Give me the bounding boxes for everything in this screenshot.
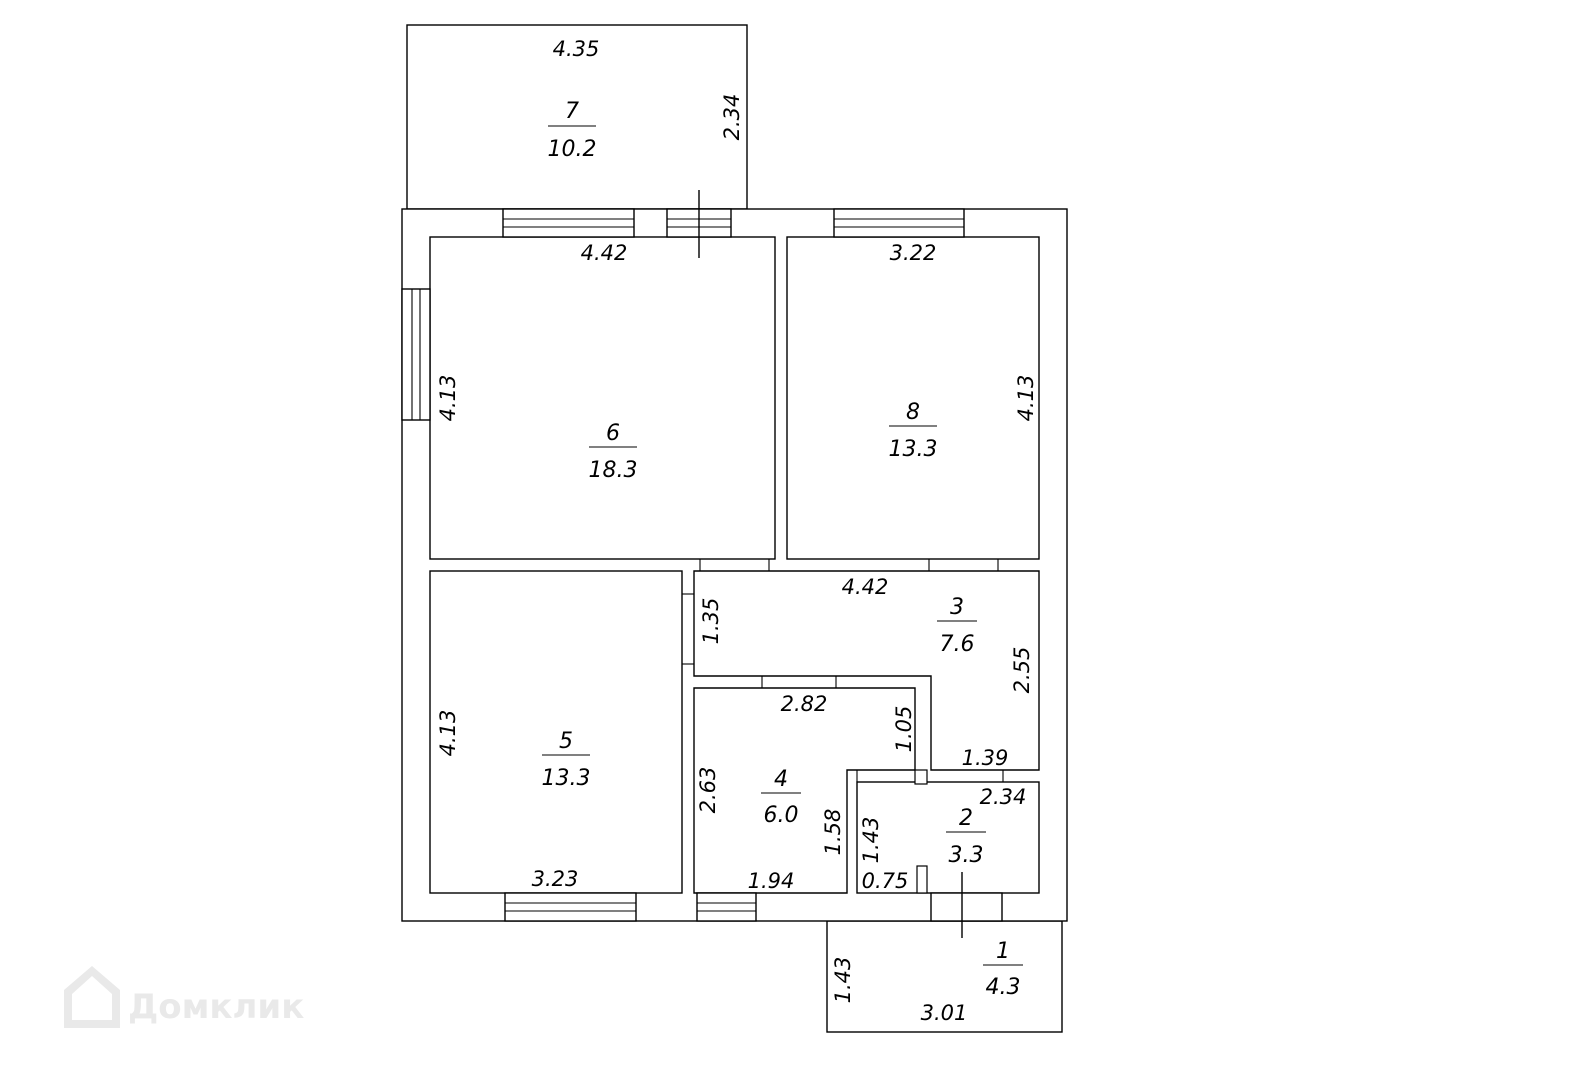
dim-r6-depth: 4.13	[436, 375, 460, 422]
window-top-right	[833, 208, 965, 238]
room-label-5: 5 13.3	[542, 729, 591, 791]
room-6-number: 6	[606, 421, 620, 446]
room-6	[429, 236, 776, 560]
dim-r1-depth: 1.43	[831, 957, 855, 1004]
window-bottom-left	[504, 892, 637, 922]
room-labels: 7 10.2 6 18.3 8 13.3 3 7.6 5 13.3 4 6.0	[542, 99, 1023, 1000]
dim-r4-left: 2.63	[696, 767, 720, 814]
dim-r4-bottom: 1.94	[748, 869, 795, 893]
dim-r2-bottom: 0.75	[862, 869, 909, 893]
entrance-door	[930, 872, 1003, 938]
dim-r8-depth: 4.13	[1014, 375, 1038, 422]
dim-r4-top: 2.82	[781, 692, 828, 716]
room-2-area: 3.3	[949, 843, 984, 868]
dim-r4-right-lower: 1.58	[821, 809, 845, 856]
dim-r2-depth: 1.43	[859, 817, 883, 864]
room-3-area: 7.6	[940, 632, 975, 657]
watermark: Домклик	[64, 966, 304, 1028]
dim-r7-width: 4.35	[553, 37, 600, 61]
dim-r4-right-upper: 1.05	[892, 706, 916, 753]
room-3-number: 3	[950, 595, 964, 620]
room-label-7: 7 10.2	[548, 99, 597, 162]
dim-r3-left: 1.35	[699, 598, 723, 645]
room-label-1: 1 4.3	[983, 939, 1023, 1000]
room-5	[429, 570, 683, 894]
room-5-number: 5	[559, 729, 573, 754]
dim-r2-width: 2.34	[980, 785, 1027, 809]
room-2-number: 2	[959, 806, 973, 831]
room-label-2: 2 3.3	[946, 806, 986, 868]
window-bottom-right	[696, 892, 757, 922]
house-logo-icon	[64, 966, 120, 1028]
room-6-area: 18.3	[589, 458, 638, 483]
dim-r7-depth: 2.34	[720, 94, 744, 141]
room-5-area: 13.3	[542, 766, 591, 791]
dim-r3-right: 2.55	[1010, 647, 1034, 694]
room-7-balcony	[406, 24, 748, 210]
dim-r3-step: 1.39	[962, 746, 1009, 770]
dim-r8-width: 3.22	[890, 241, 937, 265]
room-1-porch	[826, 920, 1063, 1033]
room-1-area: 4.3	[986, 975, 1021, 1000]
room-label-8: 8 13.3	[889, 400, 938, 462]
room-7-area: 10.2	[548, 137, 597, 162]
room-label-3: 3 7.6	[937, 595, 977, 657]
room-8-area: 13.3	[889, 437, 938, 462]
room-4	[693, 687, 916, 894]
room-8-number: 8	[906, 400, 920, 425]
balcony-door	[666, 190, 732, 258]
room-4-area: 6.0	[764, 803, 799, 828]
dim-r5-depth: 4.13	[436, 710, 460, 757]
partition	[916, 865, 928, 894]
window-top-left	[502, 208, 635, 238]
watermark-text: Домклик	[128, 987, 304, 1027]
dim-r3-width: 4.42	[842, 575, 889, 599]
room-4-number: 4	[774, 767, 788, 792]
dim-r6-width: 4.42	[581, 241, 628, 265]
room-7-number: 7	[565, 99, 579, 124]
room-label-6: 6 18.3	[589, 421, 638, 483]
room-8	[786, 236, 1040, 560]
column	[914, 769, 928, 785]
dim-r5-width: 3.23	[532, 867, 579, 891]
dim-r1-width: 3.01	[921, 1001, 968, 1025]
window-left	[401, 288, 431, 421]
openings	[401, 190, 1004, 938]
room-1-number: 1	[996, 939, 1010, 964]
room-label-4: 4 6.0	[761, 767, 801, 828]
dimension-labels: 4.35 2.34 4.42 4.13 3.22 4.13 4.42 1.35 …	[436, 37, 1038, 1025]
